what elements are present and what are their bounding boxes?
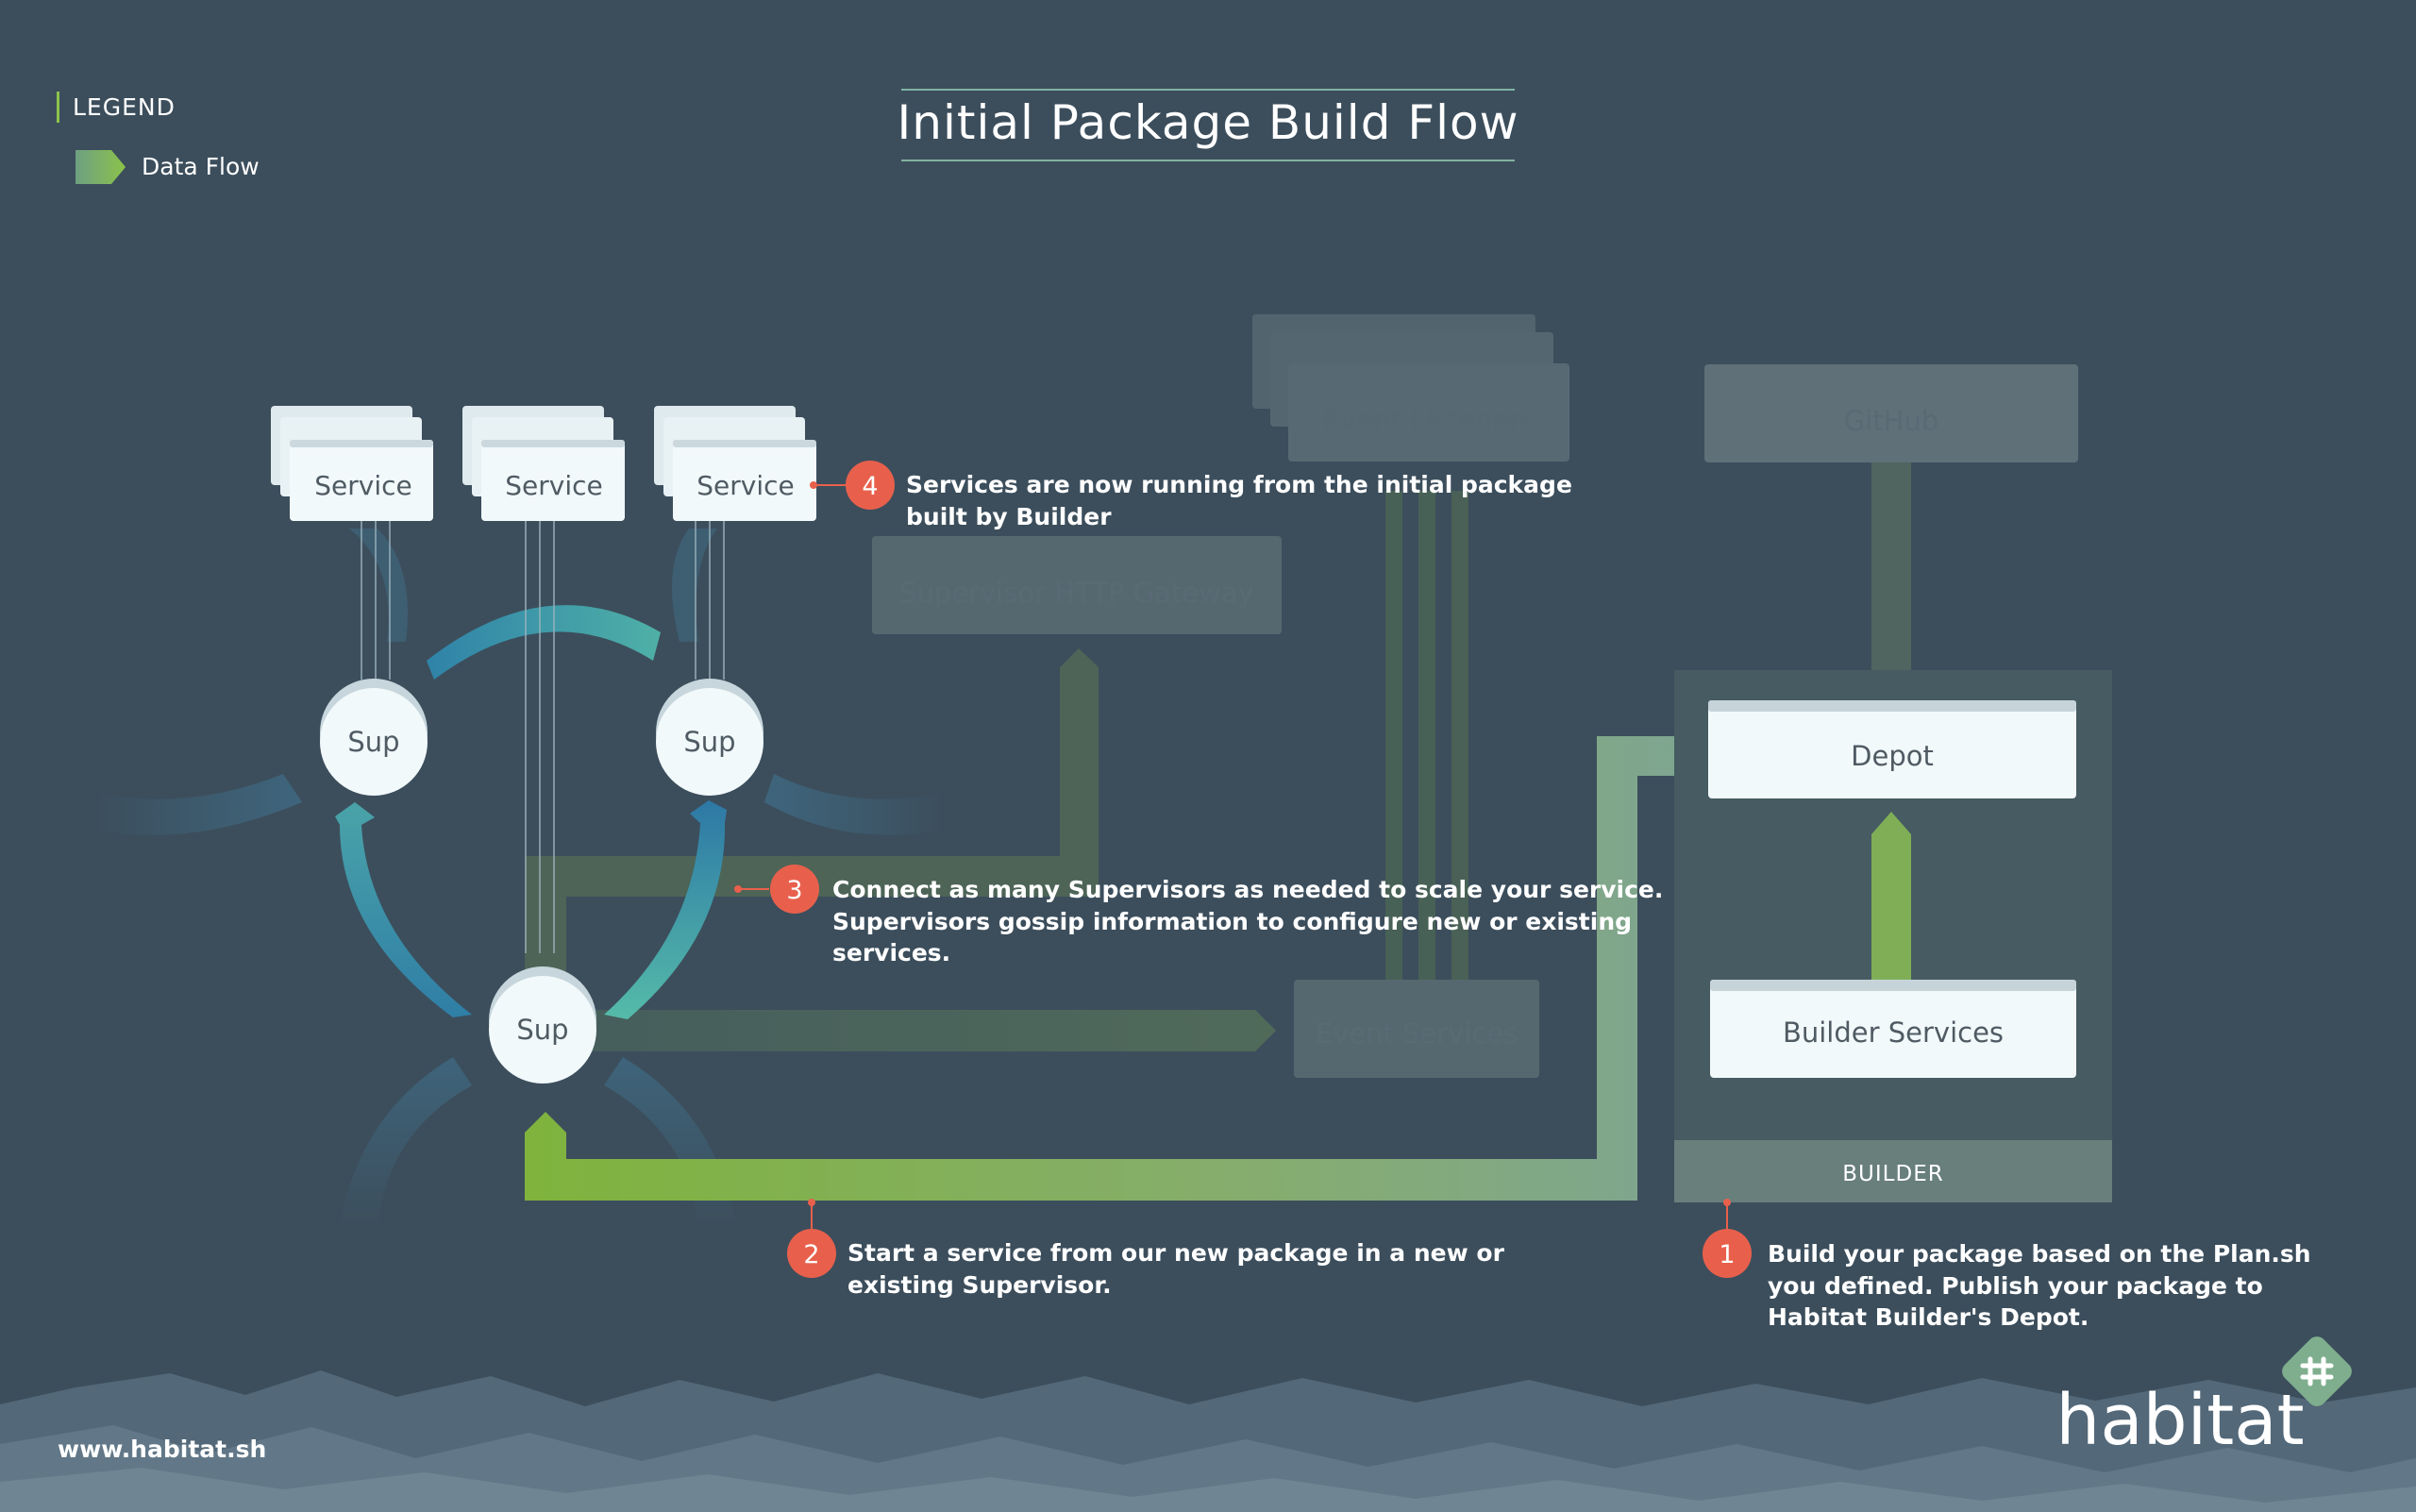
legend-heading: LEGEND [73, 93, 176, 121]
event-listener-links [1385, 491, 1468, 982]
step-badge [846, 461, 895, 510]
supervisor-label: Sup [347, 726, 399, 758]
service-stack-2[interactable]: Service [462, 406, 625, 521]
step-4-callout: 4 Services are now running from the init… [810, 461, 1572, 530]
page-title: Initial Package Build Flow [898, 95, 1519, 150]
step-text-line: built by Builder [906, 503, 1112, 530]
event-services-box: Event Services [1294, 980, 1539, 1078]
step-number: 2 [803, 1240, 819, 1269]
step-text-line: Services are now running from the initia… [906, 471, 1572, 498]
habitat-wordmark: habitat [2055, 1380, 2304, 1461]
service-label: Service [314, 470, 411, 501]
step-text-line: existing Supervisor. [847, 1271, 1112, 1299]
legend-item-data-flow: Data Flow [142, 153, 260, 180]
service-label: Service [505, 470, 602, 501]
service-label: Service [696, 470, 794, 501]
event-listeners-label: Event Listeners [1323, 404, 1535, 436]
supervisor-node-right[interactable]: Sup [656, 679, 763, 796]
step-text-line: Supervisors gossip information to config… [832, 908, 1632, 935]
builder-label: BUILDER [1842, 1162, 1943, 1186]
github-box: GitHub [1704, 364, 2078, 462]
footer-url[interactable]: www.habitat.sh [58, 1436, 266, 1463]
supervisor-http-gateway-label: Supervisor HTTP Gateway [899, 577, 1254, 609]
supervisor-http-gateway-box: Supervisor HTTP Gateway [872, 536, 1282, 634]
diagram-title: Initial Package Build Flow [898, 89, 1519, 161]
footer-mountains [0, 1370, 2416, 1512]
builder-services-box[interactable]: Builder Services [1710, 980, 2076, 1078]
step-badge [770, 865, 819, 914]
step-2-callout: 2 Start a service from our new package i… [787, 1199, 1505, 1299]
legend: LEGEND Data Flow [57, 92, 260, 184]
supervisor-label: Sup [516, 1014, 568, 1046]
habitat-logo: habitat [2055, 1336, 2352, 1461]
builder-services-label: Builder Services [1783, 1016, 2004, 1049]
github-to-depot-arrow [1871, 462, 1911, 689]
event-listeners-stack: Event Listeners [1252, 314, 1569, 462]
step-1-callout: 1 Build your package based on the Plan.s… [1703, 1199, 2311, 1331]
supervisor-label: Sup [683, 726, 735, 758]
depot-box[interactable]: Depot [1708, 700, 2076, 798]
builder-to-depot-arrow [1871, 812, 1911, 982]
step-text-line: Start a service from our new package in … [847, 1239, 1505, 1267]
data-flow-swatch-icon [76, 150, 126, 184]
step-text-line: Connect as many Supervisors as needed to… [832, 876, 1663, 903]
step-text-line: Build your package based on the Plan.sh [1768, 1240, 2311, 1268]
habitat-logo-icon [2282, 1336, 2352, 1406]
step-text-line: Habitat Builder's Depot. [1768, 1303, 2089, 1331]
depot-label: Depot [1851, 740, 1934, 772]
step-3-callout: 3 Connect as many Supervisors as needed … [734, 865, 1663, 966]
event-services-label: Event Services [1316, 1017, 1518, 1050]
github-label: GitHub [1844, 405, 1939, 437]
service-links [361, 521, 725, 953]
step-badge [787, 1229, 836, 1278]
step-number: 4 [862, 472, 878, 501]
step-number: 3 [786, 876, 802, 905]
step-number: 1 [1719, 1240, 1735, 1269]
supervisor-node-bottom[interactable]: Sup [489, 966, 596, 1084]
service-stack-3[interactable]: Service [654, 406, 816, 521]
service-stack-1[interactable]: Service [271, 406, 433, 521]
step-text-line: you defined. Publish your package to [1768, 1272, 2263, 1300]
event-services-flow-arrow [585, 1010, 1276, 1051]
step-text-line: services. [832, 939, 950, 966]
supervisor-node-left[interactable]: Sup [320, 679, 428, 796]
step-badge [1703, 1229, 1752, 1278]
supervisor-ring [335, 605, 727, 1019]
